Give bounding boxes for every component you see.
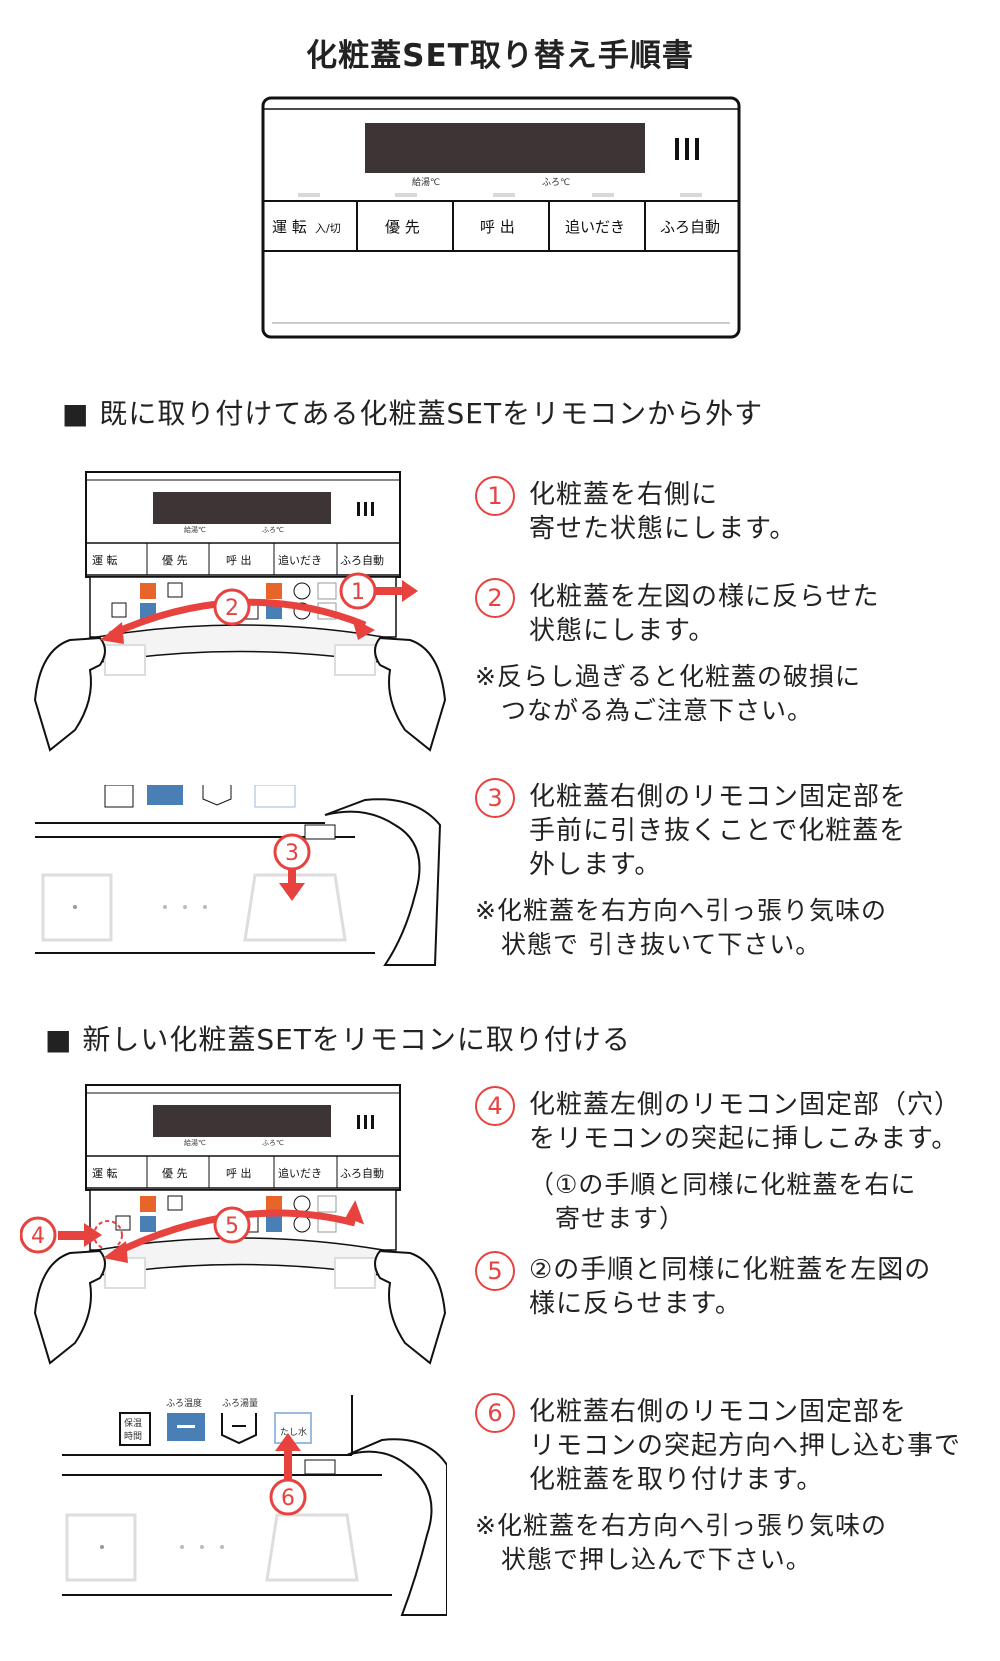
btn-power-label: 運 転 (272, 218, 307, 236)
section2-heading: ■ 新しい化粧蓋SETをリモコンに取り付ける (45, 1023, 631, 1056)
svg-text:1: 1 (351, 580, 365, 605)
page-title: 化粧蓋SET取り替え手順書 (306, 38, 694, 74)
step-4: 4 化粧蓋左側のリモコン固定部（穴） をリモコンの突起に挿しこみます。 （①の手順… (475, 1086, 995, 1236)
btn-auto-bath-label: ふろ自動 (660, 218, 720, 236)
svg-text:5: 5 (225, 1214, 239, 1239)
step-1: 1 化粧蓋を右側に 寄せた状態にします。 (475, 476, 995, 546)
svg-text:呼 出: 呼 出 (226, 553, 252, 567)
step-text: 化粧蓋を左図の様に反らせた 状態にします。 (529, 582, 880, 646)
step-text: 化粧蓋左側のリモコン固定部（穴） をリモコンの突起に挿しこみます。 (529, 1090, 962, 1154)
remote-illustration: 給湯℃ ふろ℃ 運 転 入/切 優 先 呼 出 追いだき ふろ自動 (261, 96, 741, 339)
svg-text:ふろ自動: ふろ自動 (340, 553, 384, 567)
svg-text:保温: 保温 (124, 1417, 142, 1429)
svg-text:時間: 時間 (124, 1431, 142, 1442)
svg-text:4: 4 (31, 1224, 45, 1249)
step-6: 6 化粧蓋右側のリモコン固定部を リモコンの突起方向へ押し込む事で 化粧蓋を取り付… (475, 1393, 995, 1577)
step-text: ②の手順と同様に化粧蓋を左図の 様に反らせます。 (529, 1255, 932, 1319)
step-2: 2 化粧蓋を左図の様に反らせた 状態にします。 ※反らし過ぎると化粧蓋の破損に つ… (475, 578, 995, 728)
btn-power-sub: 入/切 (315, 222, 341, 235)
step-number-badge: 4 (475, 1086, 515, 1126)
svg-text:追いだき: 追いだき (278, 1166, 322, 1180)
svg-text:ふろ℃: ふろ℃ (262, 526, 284, 534)
remote-display (365, 123, 645, 173)
svg-text:ふろ自動: ふろ自動 (340, 1166, 384, 1180)
remote-signal-icon (675, 138, 699, 160)
svg-text:給湯℃: 給湯℃ (184, 1138, 206, 1147)
svg-text:呼 出: 呼 出 (226, 1166, 252, 1180)
section1-heading: ■ 既に取り付けてある化粧蓋SETをリモコンから外す (62, 397, 764, 430)
svg-text:ふろ℃: ふろ℃ (262, 1139, 284, 1147)
step-number-badge: 3 (475, 778, 515, 818)
temp-label-left: 給湯℃ (412, 176, 440, 188)
svg-text:給湯℃: 給湯℃ (184, 525, 206, 534)
step-note: ※化粧蓋を右方向へ引っ張り気味の 状態で 引き抜いて下さい。 (475, 896, 887, 959)
step-text: 化粧蓋を右側に 寄せた状態にします。 (529, 480, 797, 544)
svg-text:優 先: 優 先 (162, 1167, 188, 1180)
step-number-badge: 6 (475, 1393, 515, 1433)
svg-text:運 転: 運 転 (92, 554, 118, 567)
svg-text:ふろ温度: ふろ温度 (166, 1397, 202, 1409)
step-number-badge: 1 (475, 476, 515, 516)
svg-text:3: 3 (285, 841, 299, 866)
step-note: ※化粧蓋を右方向へ引っ張り気味の 状態で押し込んで下さい。 (475, 1511, 887, 1574)
diagram-attach-bend: 給湯℃ ふろ℃ 運 転 優 先 呼 出 追いだき ふろ自動 5 4 (20, 1084, 447, 1365)
btn-reheat-label: 追いだき (565, 218, 625, 236)
svg-text:2: 2 (225, 596, 239, 621)
step-3: 3 化粧蓋右側のリモコン固定部を 手前に引き抜くことで化粧蓋を 外します。 ※化粧… (475, 778, 995, 962)
step-note: （①の手順と同様に化粧蓋を右に 寄せます） (529, 1170, 917, 1233)
svg-text:6: 6 (281, 1486, 295, 1511)
step-text: 化粧蓋右側のリモコン固定部を 手前に引き抜くことで化粧蓋を 外します。 (529, 782, 908, 880)
svg-text:追いだき: 追いだき (278, 553, 322, 567)
temp-label-right: ふろ℃ (542, 177, 570, 188)
svg-text:運 転: 運 転 (92, 1167, 118, 1180)
step-note: ※反らし過ぎると化粧蓋の破損に つながる為ご注意下さい。 (475, 662, 861, 725)
step-number-badge: 5 (475, 1251, 515, 1291)
svg-text:たし水: たし水 (280, 1426, 307, 1438)
diagram-remove-pull: 3 (35, 785, 442, 966)
btn-call-label: 呼 出 (480, 218, 515, 236)
step-number-badge: 2 (475, 578, 515, 618)
svg-text:ふろ湯量: ふろ湯量 (222, 1398, 258, 1409)
step-5: 5 ②の手順と同様に化粧蓋を左図の 様に反らせます。 (475, 1251, 995, 1321)
btn-priority-label: 優 先 (385, 218, 420, 236)
diagram-remove-bend: 給湯℃ ふろ℃ 運 転 優 先 呼 出 追いだき ふろ自動 2 1 (33, 471, 447, 752)
diagram-attach-push: ふろ温度 ふろ湯量 保温 時間 たし水 6 (62, 1395, 447, 1616)
step-text: 化粧蓋右側のリモコン固定部を リモコンの突起方向へ押し込む事で 化粧蓋を取り付け… (529, 1397, 962, 1495)
svg-text:優 先: 優 先 (162, 554, 188, 567)
